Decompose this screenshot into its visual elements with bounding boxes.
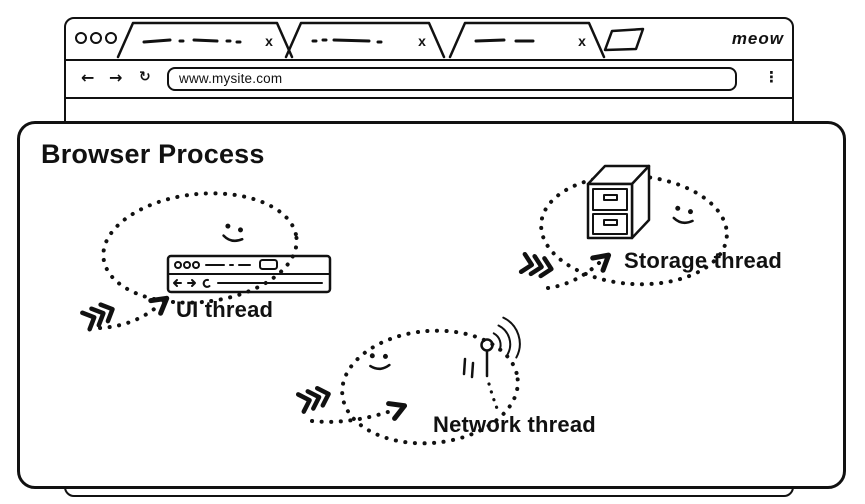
- network-thread-label: Network thread: [433, 412, 596, 437]
- process-title: Browser Process: [41, 139, 265, 169]
- tab-1-close-icon[interactable]: x: [265, 33, 273, 49]
- tab-3-title-scribble: [474, 38, 535, 43]
- tab-1[interactable]: [116, 21, 294, 59]
- window-control-icon[interactable]: [105, 32, 117, 44]
- storage-thread-label: Storage thread: [624, 248, 783, 273]
- tab-3[interactable]: [448, 21, 606, 59]
- address-text: www.mysite.com: [179, 71, 283, 86]
- menu-dots-icon[interactable]: ⋮: [764, 68, 779, 86]
- reload-icon[interactable]: ↻: [139, 69, 151, 85]
- navigation-bar: ← → ↻ www.mysite.com ⋮: [66, 61, 792, 99]
- tab-1-title-scribble: [142, 38, 242, 44]
- tab-2-close-icon[interactable]: x: [418, 33, 426, 49]
- browser-brand: meow: [731, 29, 784, 48]
- tab-3-close-icon[interactable]: x: [578, 33, 586, 49]
- forward-icon[interactable]: →: [109, 68, 123, 87]
- tab-bar: x x x meow: [66, 19, 792, 61]
- new-tab-button[interactable]: [603, 27, 645, 52]
- tab-2[interactable]: [284, 21, 446, 59]
- address-bar[interactable]: www.mysite.com: [167, 67, 737, 91]
- tabs-graphic: x x x: [116, 21, 645, 59]
- window-control-icon[interactable]: [75, 32, 87, 44]
- back-icon[interactable]: ←: [81, 68, 95, 87]
- window-controls[interactable]: [75, 32, 117, 44]
- tab-2-title-scribble: [311, 38, 383, 44]
- ui-thread-label: UI thread: [176, 297, 274, 322]
- browser-process-box: Browser Process: [17, 121, 846, 489]
- window-control-icon[interactable]: [90, 32, 102, 44]
